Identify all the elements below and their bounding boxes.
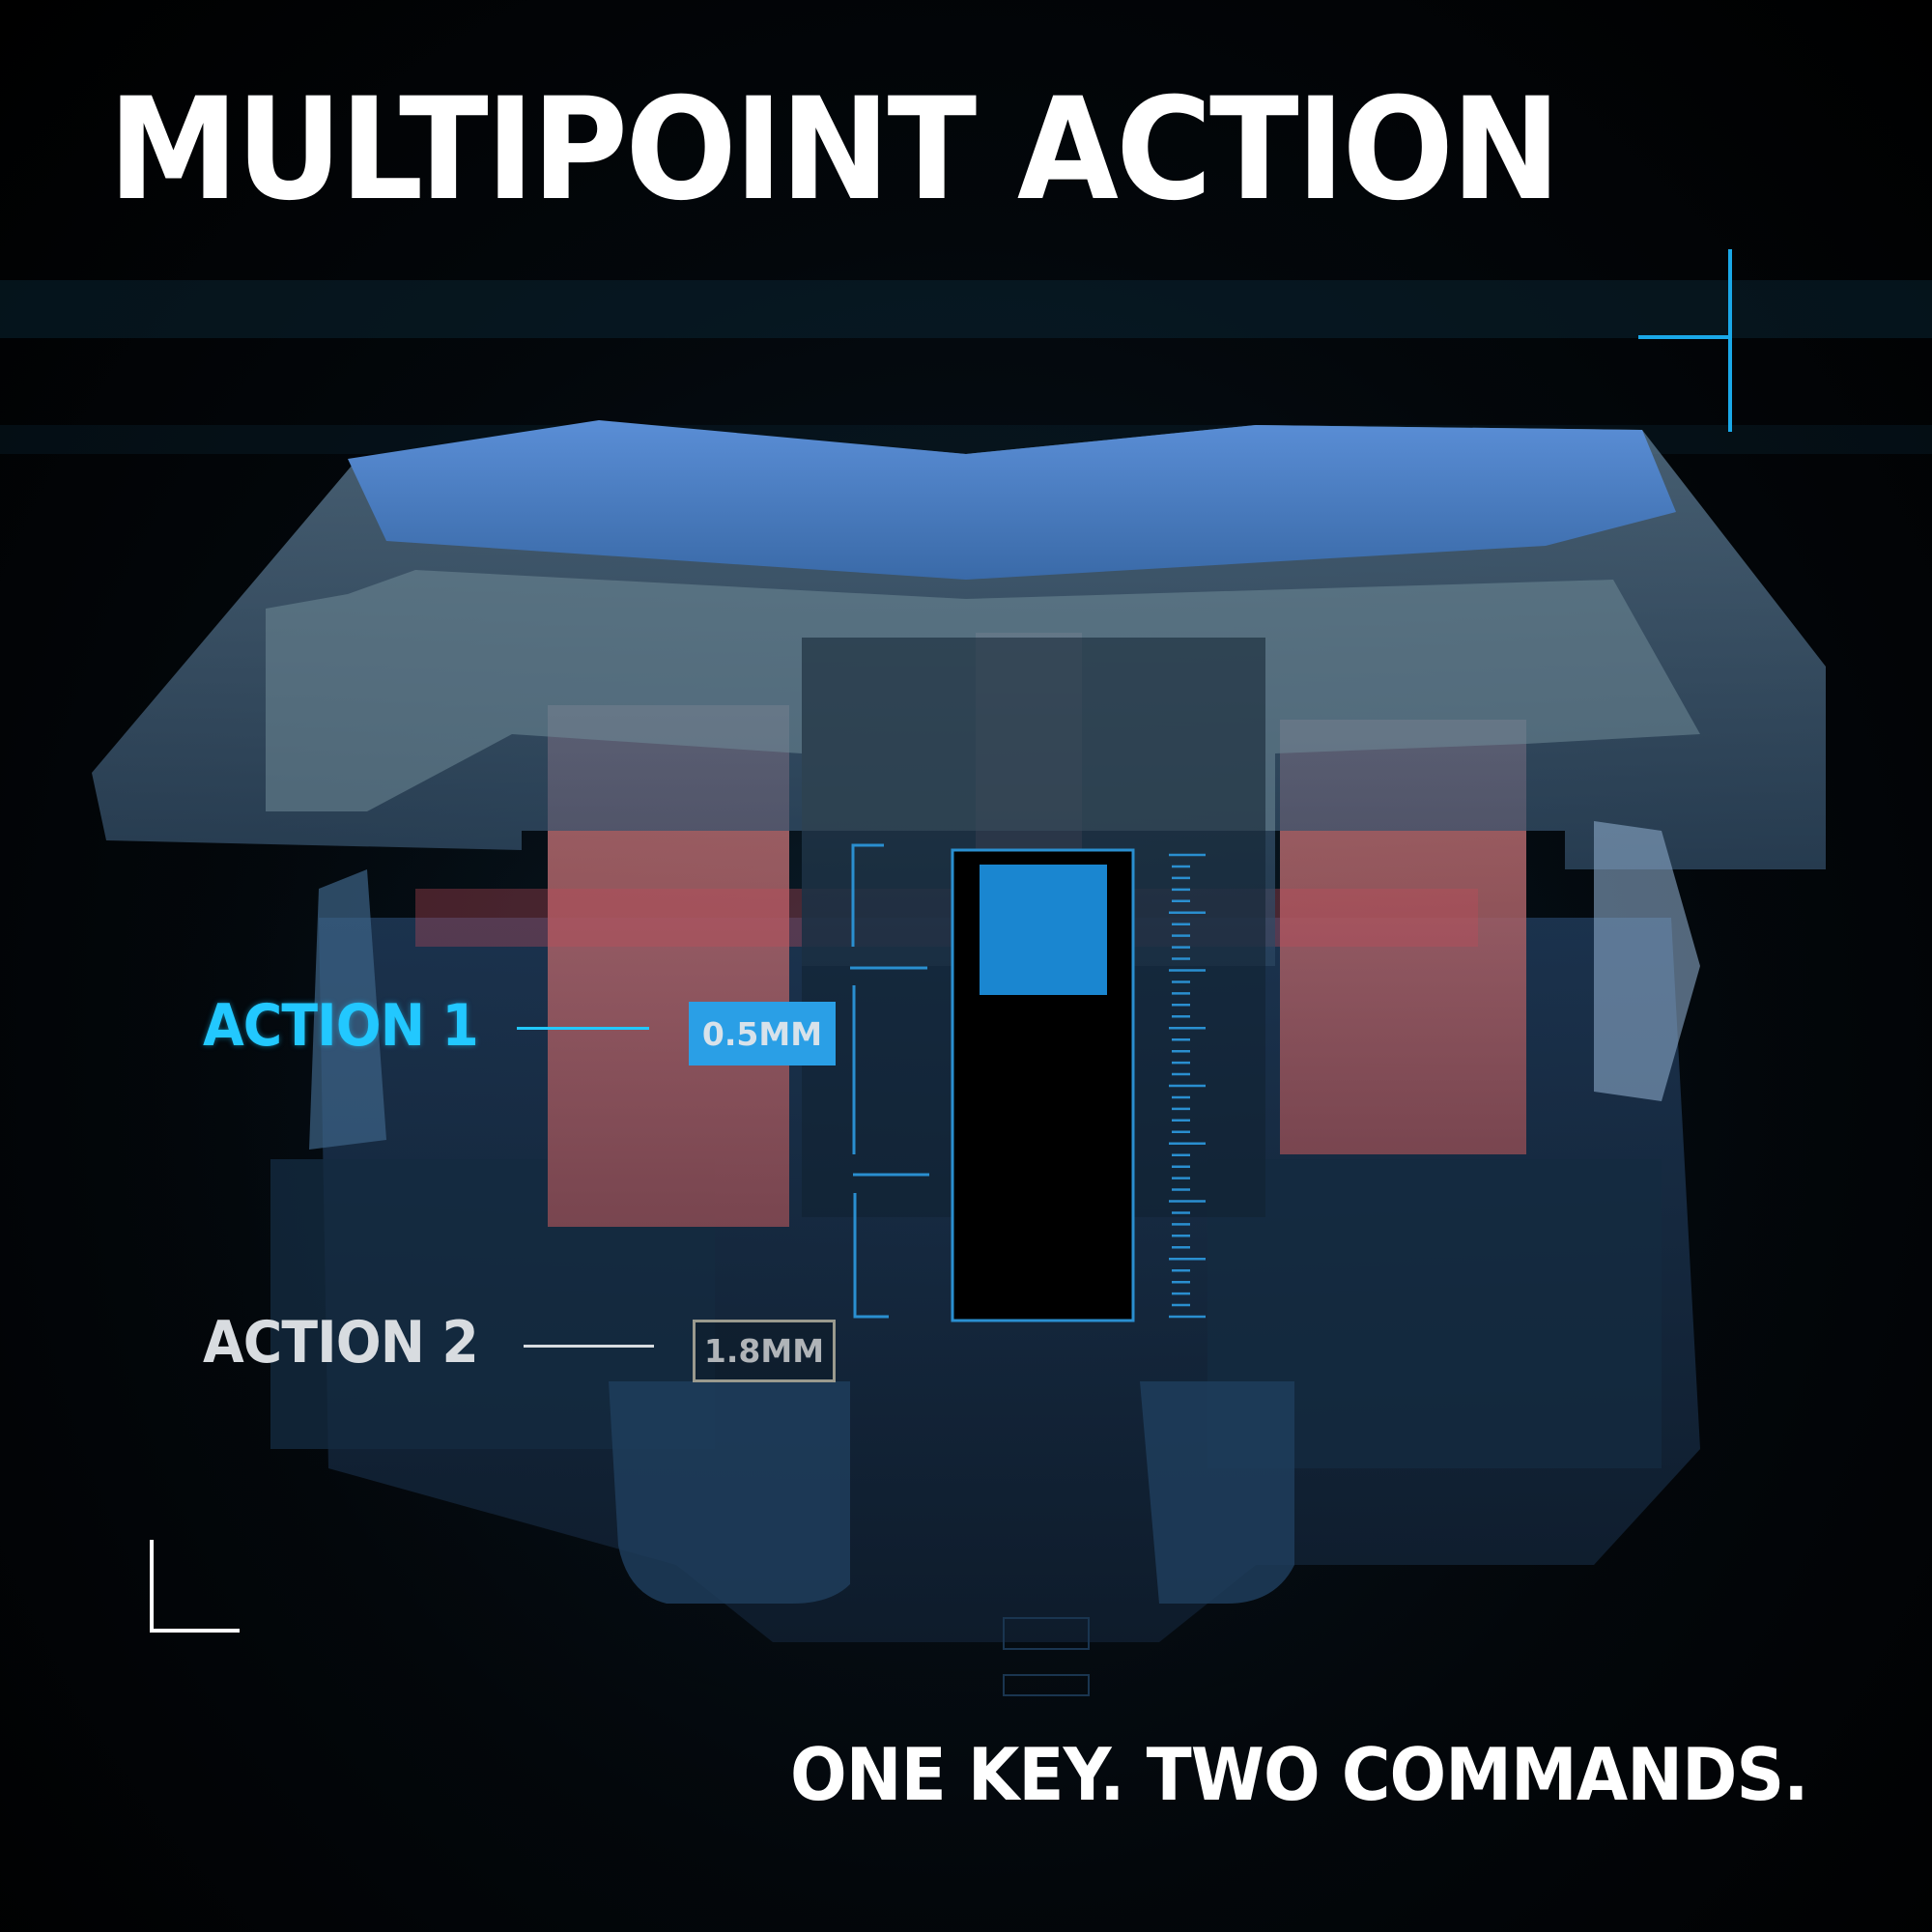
corner-marker-bottom-left-arm bbox=[150, 1629, 240, 1633]
action-1-connector bbox=[517, 1027, 649, 1030]
action-1-distance-badge: 0.5MM bbox=[689, 1002, 836, 1065]
corner-marker-top-right-arm bbox=[1638, 335, 1730, 339]
light-streak bbox=[0, 280, 1932, 338]
gauge-fill bbox=[980, 865, 1107, 995]
keycap-top bbox=[348, 420, 1676, 580]
gauge-bracket bbox=[851, 843, 884, 947]
action-2-distance-badge: 1.8MM bbox=[693, 1320, 836, 1382]
action-2-connector bbox=[524, 1345, 654, 1348]
tagline: ONE KEY. TWO COMMANDS. bbox=[790, 1732, 1808, 1817]
ruler-ticks bbox=[1169, 853, 1206, 1319]
page-title: MULTIPOINT ACTION bbox=[108, 68, 1561, 232]
corner-marker-top-right bbox=[1728, 249, 1732, 432]
corner-marker-bottom-left bbox=[150, 1540, 154, 1633]
action-2-label: ACTION 2 bbox=[203, 1309, 479, 1377]
action-1-label: ACTION 1 bbox=[203, 992, 479, 1060]
